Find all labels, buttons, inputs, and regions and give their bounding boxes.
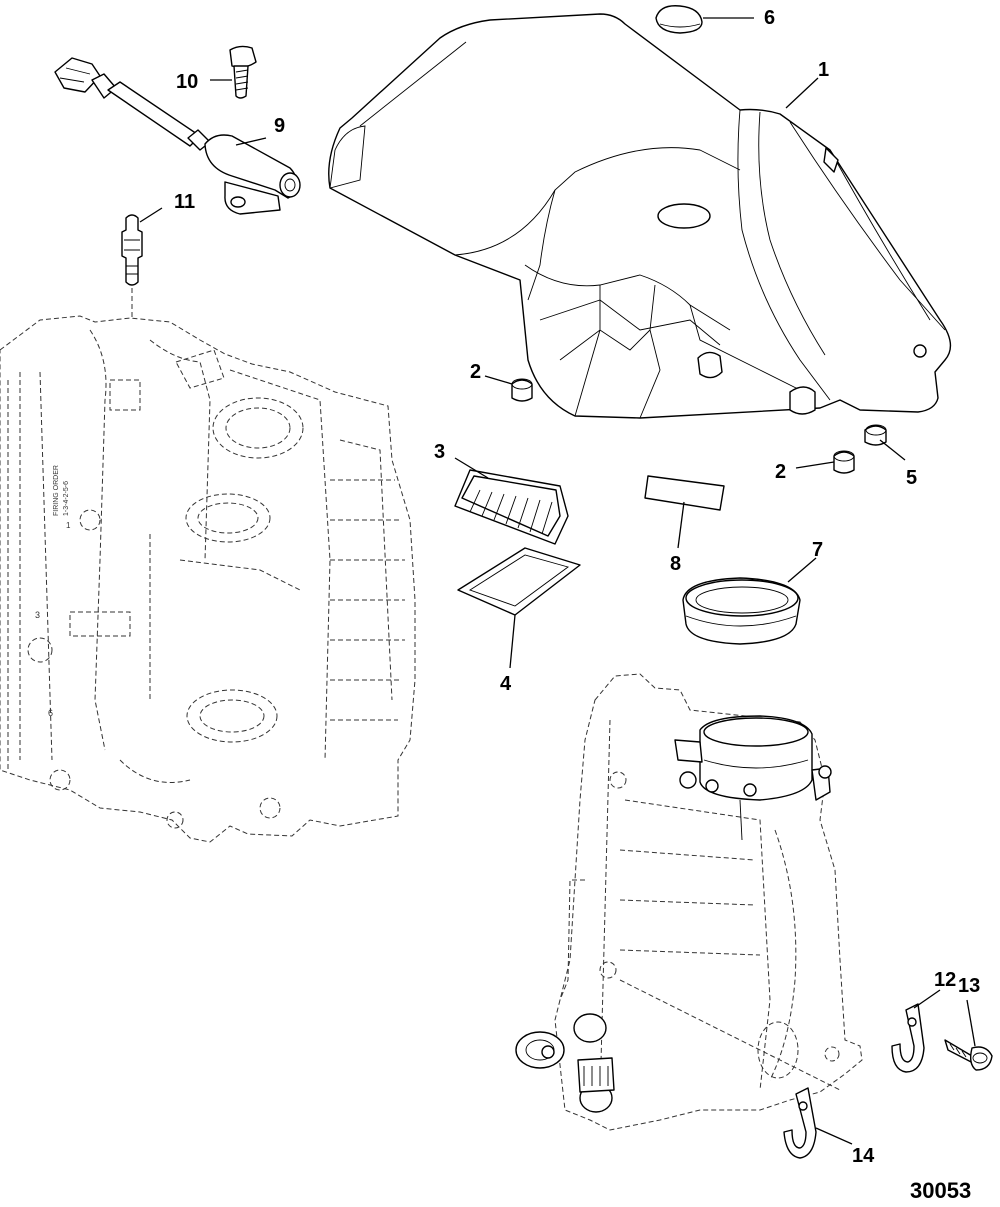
callout-2-upper: 2 bbox=[470, 361, 481, 383]
cylinder-number-3: 3 bbox=[35, 610, 40, 620]
clamp-12 bbox=[891, 1003, 925, 1073]
callout-14: 14 bbox=[852, 1145, 875, 1167]
leader-lines bbox=[139, 17, 976, 1145]
callout-9: 9 bbox=[274, 115, 285, 137]
callout-5: 5 bbox=[906, 467, 917, 489]
cylinder-number-6: 6 bbox=[48, 708, 53, 718]
bolt-13 bbox=[944, 1039, 993, 1071]
callout-4: 4 bbox=[500, 673, 512, 695]
bolt-10 bbox=[229, 45, 257, 99]
callout-1: 1 bbox=[818, 59, 829, 81]
foam-strip bbox=[644, 475, 725, 511]
cylinder-block: FIRING ORDER 1-3-4-2-5-6 1 3 6 bbox=[0, 315, 416, 843]
air-intake-cover bbox=[328, 13, 952, 419]
callout-11: 11 bbox=[174, 191, 195, 213]
callout-6: 6 bbox=[764, 7, 775, 29]
gasket bbox=[457, 547, 581, 616]
callout-13: 13 bbox=[958, 975, 980, 997]
callout-8: 8 bbox=[670, 553, 681, 575]
ring-seal bbox=[682, 577, 801, 645]
grommet-2-left bbox=[511, 378, 533, 402]
grommet-2-right bbox=[833, 450, 855, 474]
callout-10: 10 bbox=[176, 71, 198, 93]
filter-element bbox=[454, 469, 569, 545]
firing-order-sequence: 1-3-4-2-5-6 bbox=[63, 481, 70, 516]
callout-3: 3 bbox=[434, 441, 445, 463]
callout-7: 7 bbox=[812, 539, 823, 561]
firing-order-label: FIRING ORDER bbox=[53, 465, 60, 516]
cap-plug bbox=[655, 5, 703, 34]
hose-fitting bbox=[121, 214, 143, 330]
sensor-with-connector bbox=[54, 57, 301, 215]
clamp-14 bbox=[783, 1087, 817, 1159]
intake-manifold bbox=[515, 673, 863, 1131]
callout-2-lower: 2 bbox=[775, 461, 786, 483]
callout-numbers: 1 2 2 3 4 5 6 7 8 9 10 11 12 13 14 bbox=[174, 7, 980, 1167]
figure-reference-number: 30053 bbox=[910, 1178, 971, 1203]
callout-12: 12 bbox=[934, 969, 956, 991]
cylinder-number-1: 1 bbox=[66, 521, 71, 530]
